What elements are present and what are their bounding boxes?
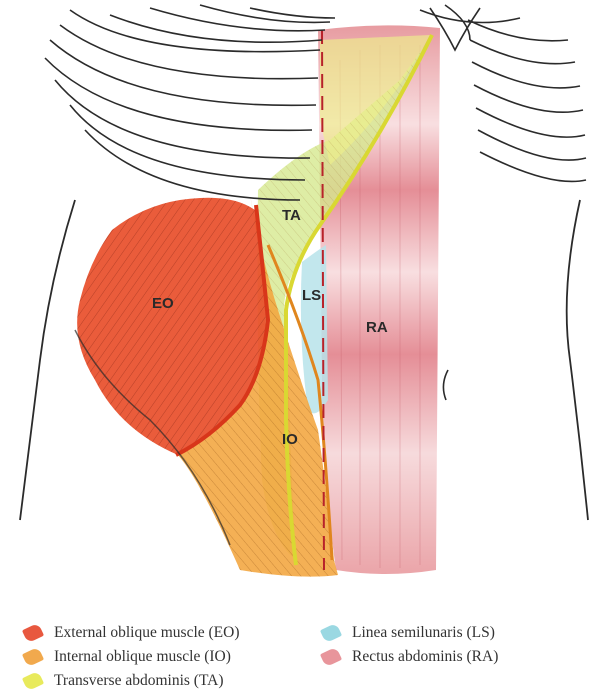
legend-label: Internal oblique muscle (IO) — [54, 648, 231, 666]
legend-label: Transverse abdominis (TA) — [54, 672, 224, 690]
eo-swatch-icon — [22, 623, 44, 643]
legend-label: Rectus abdominis (RA) — [352, 648, 498, 666]
navel-outline — [443, 370, 448, 400]
ls-swatch-icon — [320, 623, 342, 643]
ra-swatch-icon — [320, 647, 342, 667]
io-swatch-icon — [22, 647, 44, 667]
legend: External oblique muscle (EO) Internal ob… — [0, 600, 608, 694]
legend-item-ra: Rectus abdominis (RA) — [322, 648, 498, 666]
legend-label: Linea semilunaris (LS) — [352, 624, 495, 642]
legend-label: External oblique muscle (EO) — [54, 624, 240, 642]
legend-item-eo: External oblique muscle (EO) — [24, 624, 240, 642]
legend-item-ta: Transverse abdominis (TA) — [24, 672, 224, 690]
label-ta: TA — [282, 207, 301, 224]
torso-right-outline — [567, 200, 588, 520]
label-ls: LS — [302, 287, 321, 304]
label-ra: RA — [366, 319, 388, 336]
ta-swatch-icon — [22, 671, 44, 691]
label-eo: EO — [152, 295, 174, 312]
abdominal-wall-illustration: EO IO TA LS RA — [0, 0, 608, 600]
torso-left-outline — [20, 200, 75, 520]
legend-item-ls: Linea semilunaris (LS) — [322, 624, 495, 642]
legend-item-io: Internal oblique muscle (IO) — [24, 648, 231, 666]
label-io: IO — [282, 431, 298, 448]
